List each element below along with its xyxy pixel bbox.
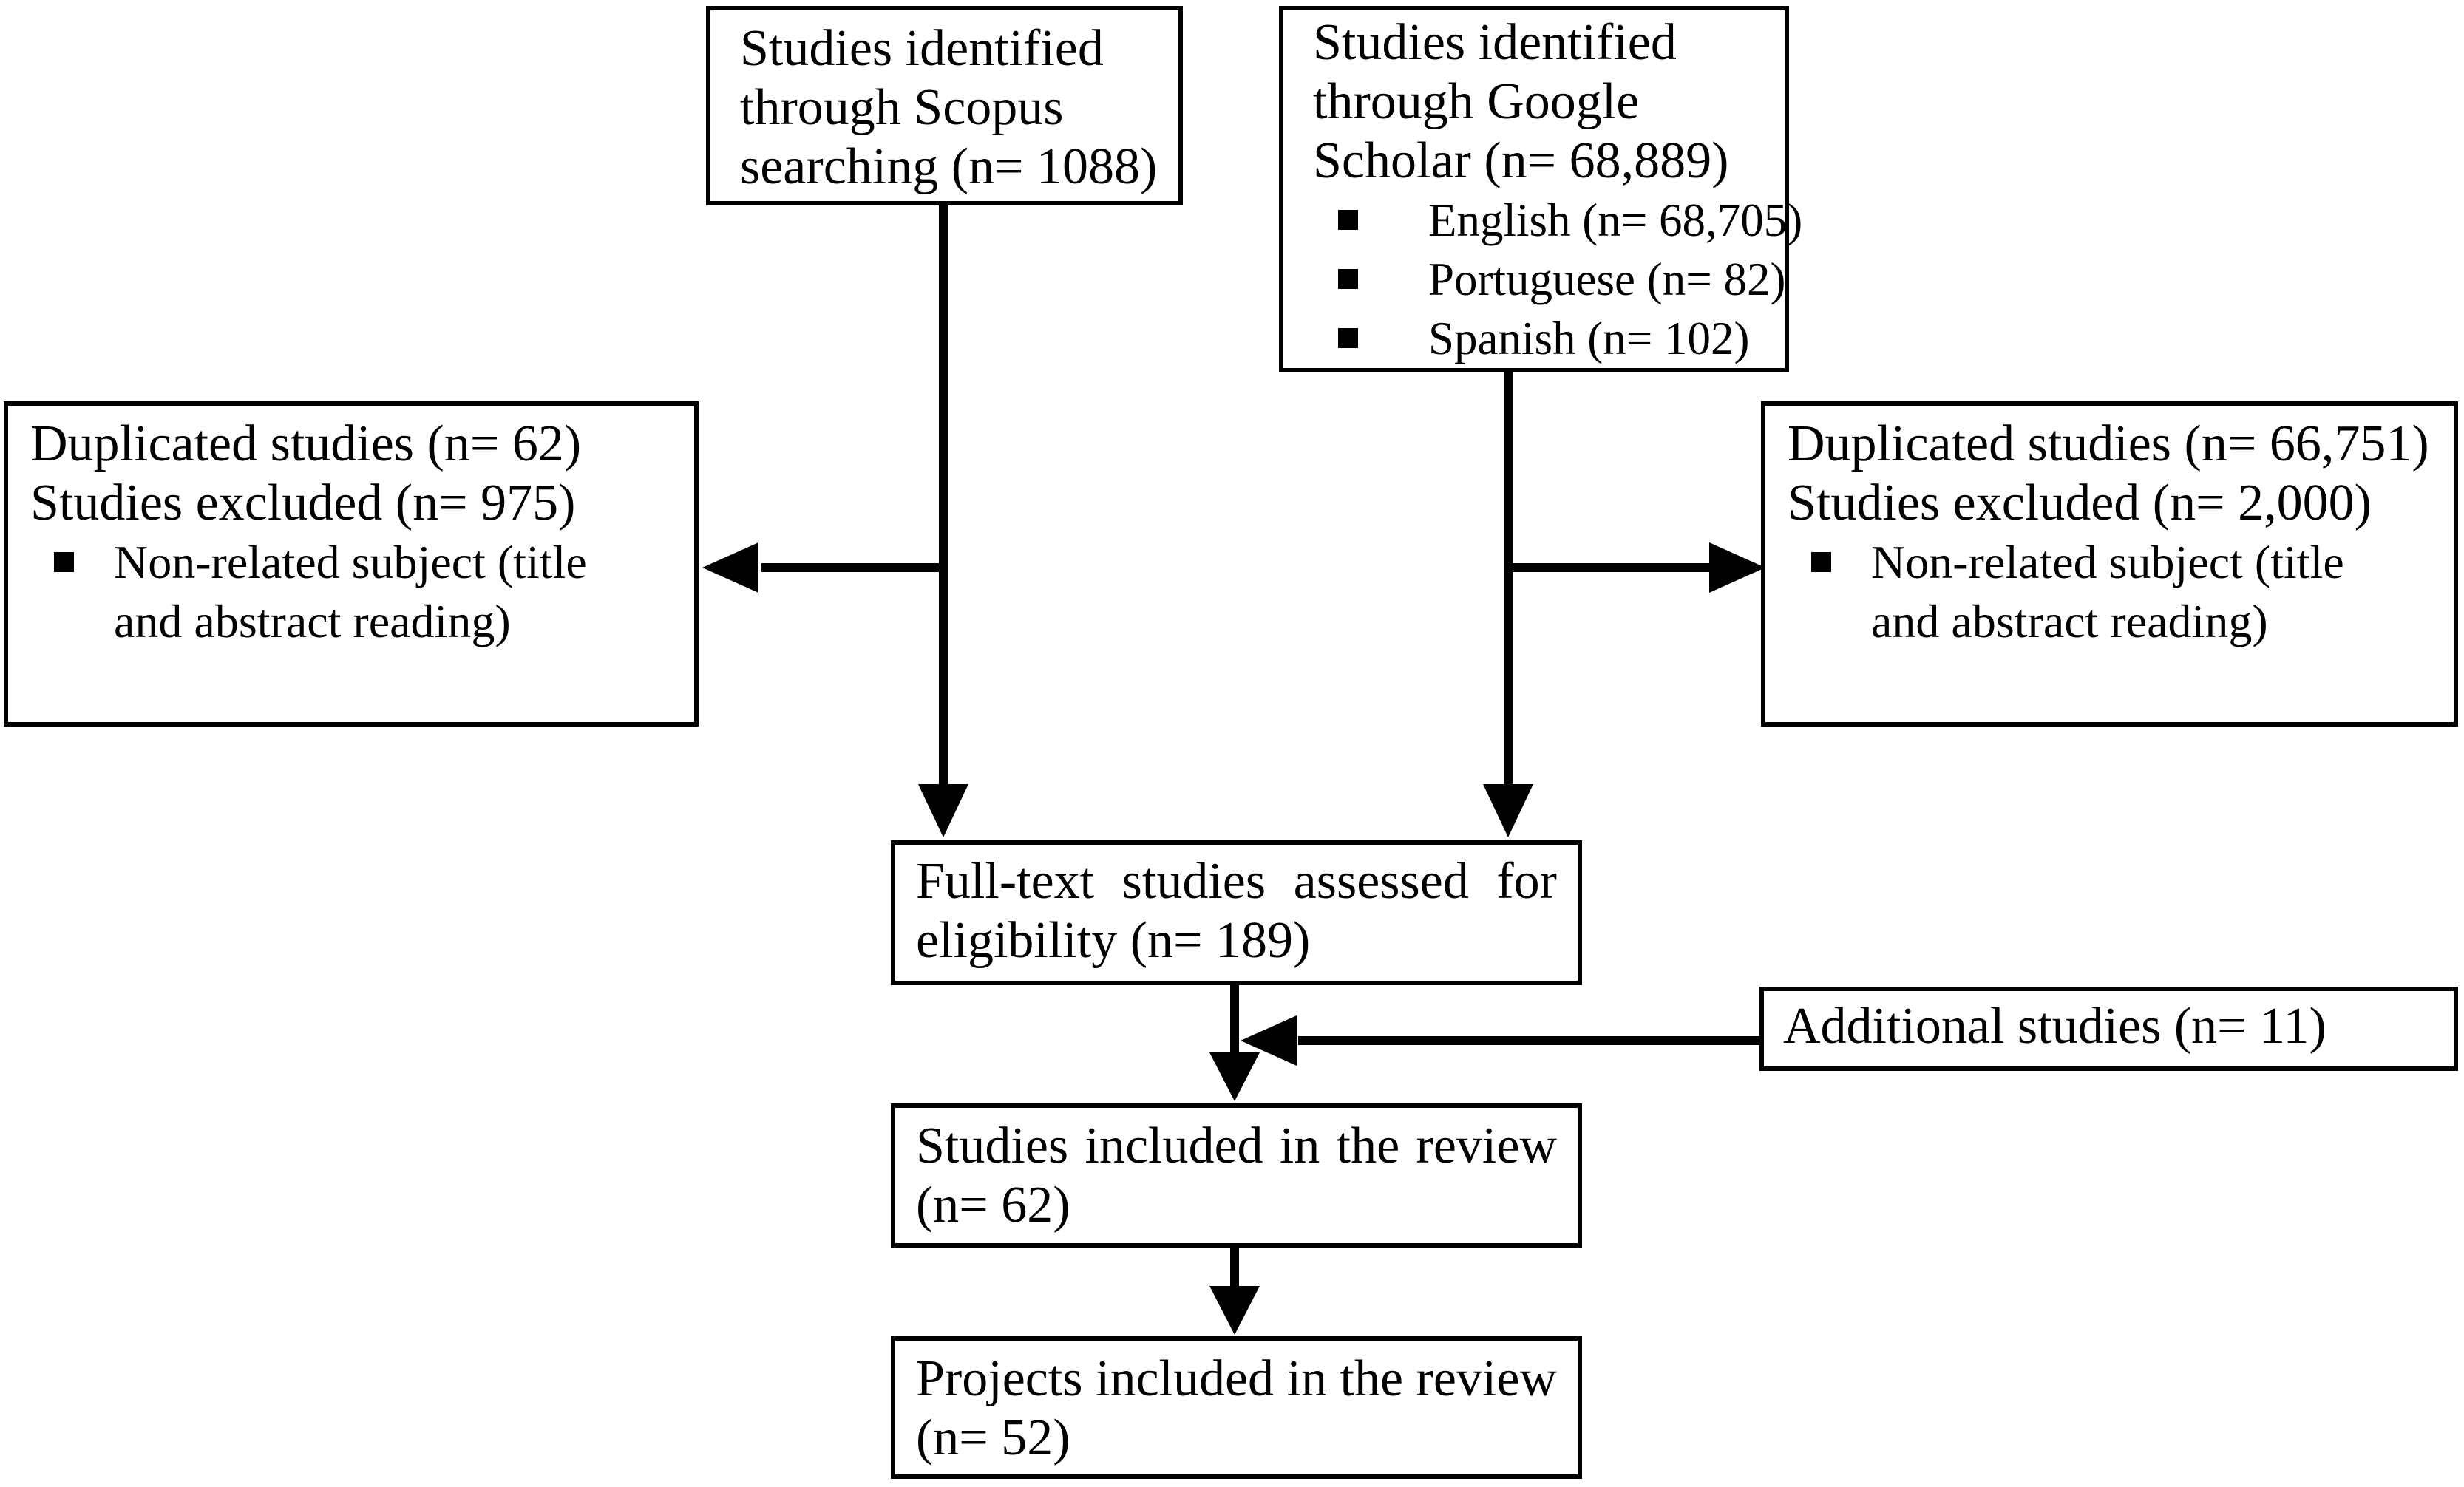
bullet-text-line: and abstract reading) — [114, 595, 511, 647]
list-item: English (n= 68,705) — [1313, 191, 1802, 250]
bullet-text-line: Non-related subject (title — [114, 536, 587, 588]
box-text-line: Studies excluded (n= 975) — [30, 474, 576, 531]
arrow-studies-to-projects — [1209, 1245, 1260, 1335]
bullet-text: Portuguese (n= 82) — [1428, 253, 1786, 305]
box-text-line: Projects included in the review — [916, 1350, 1557, 1407]
bullet-text: Non-related subject (title and abstract … — [1871, 533, 2344, 651]
arrow-additional-to-flow — [1241, 1015, 1762, 1066]
arrow-to-excluded-right — [1508, 542, 1765, 593]
bullet-text-line: Non-related subject (title — [1871, 536, 2344, 588]
box-text-line: Duplicated studies (n= 62) — [30, 415, 582, 472]
list-item: Non-related subject (title and abstract … — [30, 533, 687, 651]
fulltext-eligibility-box: Full-text studies assessed for eligibili… — [891, 840, 1582, 985]
bullet-square-icon — [1811, 552, 1831, 572]
list-item: Non-related subject (title and abstract … — [1788, 533, 2446, 651]
list-item: Spanish (n= 102) — [1313, 309, 1779, 368]
arrow-fulltext-to-studies — [1209, 983, 1260, 1101]
bullet-square-icon — [54, 552, 74, 572]
bullet-text: Spanish (n= 102) — [1428, 313, 1750, 364]
box-text-line: Studies identified — [1313, 14, 1677, 71]
google-exclusion-box: Duplicated studies (n= 66,751) Studies e… — [1761, 401, 2458, 727]
studies-included-box: Studies included in the review (n= 62) — [891, 1103, 1582, 1248]
exclusion-reason-list: Non-related subject (title and abstract … — [1788, 533, 2446, 651]
list-item: Portuguese (n= 82) — [1313, 250, 1785, 309]
scopus-identification-box: Studies identified through Scopus search… — [706, 6, 1183, 205]
google-scholar-identification-box: Studies identified through Google Schola… — [1279, 6, 1802, 372]
box-text-line: Studies included in the review — [916, 1117, 1557, 1174]
bullet-square-icon — [1338, 210, 1358, 230]
additional-studies-box: Additional studies (n= 11) — [1759, 987, 2458, 1071]
box-text-line: (n= 52) — [916, 1409, 1070, 1466]
box-text-line: eligibility (n= 189) — [916, 912, 1311, 969]
exclusion-reason-list: Non-related subject (title and abstract … — [30, 533, 687, 651]
language-bullet-list: English (n= 68,705) Portuguese (n= 82) S… — [1313, 191, 1802, 368]
arrow-google-to-fulltext — [1483, 367, 1533, 837]
box-text-line: searching (n= 1088) — [740, 138, 1158, 195]
box-text-line: Full-text studies assessed for — [916, 853, 1557, 910]
box-text-line: Additional studies (n= 11) — [1783, 998, 2326, 1055]
box-text-line: (n= 62) — [916, 1177, 1070, 1234]
box-text-line: Studies identified — [740, 20, 1104, 77]
box-text-line: Duplicated studies (n= 66,751) — [1788, 415, 2429, 472]
box-text-line: Studies excluded (n= 2,000) — [1788, 474, 2372, 531]
arrow-to-excluded-left — [702, 542, 943, 593]
bullet-text: English (n= 68,705) — [1428, 194, 1803, 246]
box-text-line: Scholar (n= 68,889) — [1313, 132, 1729, 189]
scopus-exclusion-box: Duplicated studies (n= 62) Studies exclu… — [4, 401, 699, 727]
bullet-square-icon — [1338, 328, 1358, 348]
projects-included-box: Projects included in the review (n= 52) — [891, 1336, 1582, 1479]
arrow-scopus-to-fulltext — [918, 201, 968, 837]
bullet-text: Non-related subject (title and abstract … — [114, 533, 587, 651]
box-text-line: through Google — [1313, 73, 1640, 130]
box-text-line: through Scopus — [740, 79, 1064, 136]
bullet-text-line: and abstract reading) — [1871, 595, 2268, 647]
bullet-square-icon — [1338, 269, 1358, 289]
